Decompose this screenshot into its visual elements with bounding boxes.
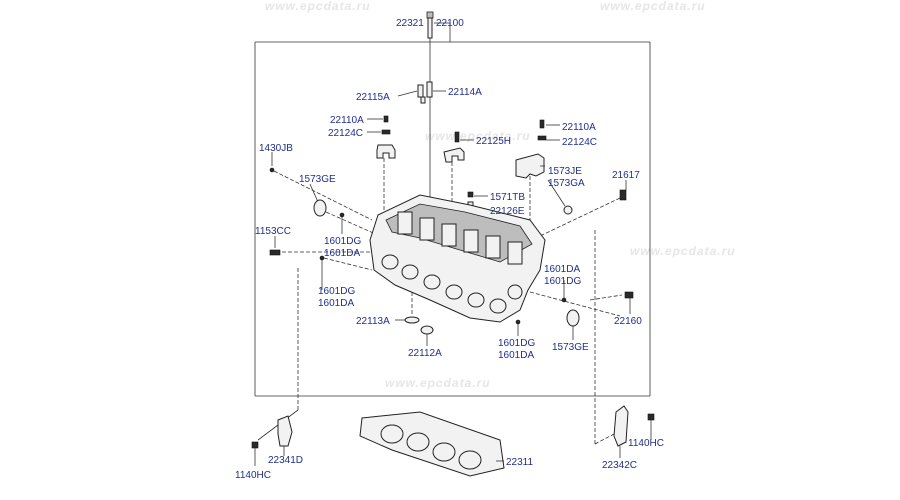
label-22110a-right[interactable]: 22110A — [562, 122, 596, 133]
label-1573ga[interactable]: 1573GA — [548, 178, 585, 189]
label-22124c-left[interactable]: 22124C — [328, 128, 363, 139]
label-1140hc-left[interactable]: 1140HC — [235, 470, 271, 481]
label-1601dg-d[interactable]: 1601DG — [498, 338, 535, 349]
label-1601dg-b[interactable]: 1601DG — [544, 276, 581, 287]
plug-1153cc-icon — [269, 236, 370, 256]
label-22341d[interactable]: 22341D — [268, 455, 303, 466]
label-1601dg-c[interactable]: 1601DG — [318, 286, 355, 297]
label-22110a-left[interactable]: 22110A — [330, 115, 364, 126]
watermark-top-right: www.epcdata.ru — [600, 0, 706, 13]
dowel-left-icons — [319, 212, 373, 290]
label-22115a[interactable]: 22115A — [356, 92, 390, 103]
head-gasket-22311-icon — [359, 411, 505, 477]
label-22100[interactable]: 22100 — [436, 18, 464, 29]
label-1601da-b[interactable]: 1601DA — [544, 264, 580, 275]
cap-bolt-left-icon — [367, 115, 396, 214]
sensor-21617-icon — [539, 180, 627, 237]
right-leader-lines — [515, 280, 634, 340]
plug-1430jb-icon — [269, 152, 373, 221]
label-21617[interactable]: 21617 — [612, 170, 640, 181]
label-1601da-d[interactable]: 1601DA — [498, 350, 534, 361]
label-1601da-c[interactable]: 1601DA — [318, 298, 354, 309]
label-1430jb[interactable]: 1430JB — [259, 143, 293, 154]
label-22342c[interactable]: 22342C — [602, 460, 637, 471]
label-1140hc-right[interactable]: 1140HC — [628, 438, 664, 449]
label-22160[interactable]: 22160 — [614, 316, 642, 327]
bracket-22342c-icon — [594, 230, 655, 458]
dowel-pins-icon — [397, 81, 446, 104]
label-1153cc[interactable]: 1153CC — [255, 226, 291, 237]
label-22126e[interactable]: 22126E — [490, 206, 525, 217]
label-22113a[interactable]: 22113A — [356, 316, 390, 327]
watermark-bottom: www.epcdata.ru — [385, 376, 491, 390]
label-22112a[interactable]: 22112A — [408, 348, 442, 359]
cam-towers-icon — [397, 211, 523, 265]
plug-cap-left-icon — [309, 183, 381, 237]
intake-ports-icon — [381, 254, 507, 314]
label-22321[interactable]: 22321 — [396, 18, 424, 29]
label-22311[interactable]: 22311 — [506, 457, 534, 468]
label-22114a[interactable]: 22114A — [448, 87, 482, 98]
label-1601da-a[interactable]: 1601DA — [324, 248, 360, 259]
label-22124c-right[interactable]: 22124C — [562, 137, 597, 148]
assembly-frame — [254, 41, 651, 397]
label-1571tb[interactable]: 1571TB — [490, 192, 525, 203]
dowel-right-icon — [547, 179, 573, 215]
valve-seals-icon — [395, 292, 434, 346]
watermark-center: www.epcdata.ru — [425, 129, 531, 143]
cylinder-head-22100-icon — [369, 194, 546, 323]
label-1573ge-right[interactable]: 1573GE — [552, 342, 589, 353]
part-labels: 22321 22100 22115A 22114A 22110A 22124C … — [235, 18, 664, 481]
bracket-22341d-icon — [251, 268, 299, 466]
label-1573ge-left[interactable]: 1573GE — [299, 174, 336, 185]
watermark-right: www.epcdata.ru — [630, 244, 736, 258]
watermark-top-left: www.epcdata.ru — [265, 0, 371, 13]
label-22125h[interactable]: 22125H — [476, 136, 511, 147]
cap-bolt-right-icon — [515, 119, 560, 222]
label-1573je[interactable]: 1573JE — [548, 166, 582, 177]
label-1601dg-a[interactable]: 1601DG — [324, 236, 361, 247]
